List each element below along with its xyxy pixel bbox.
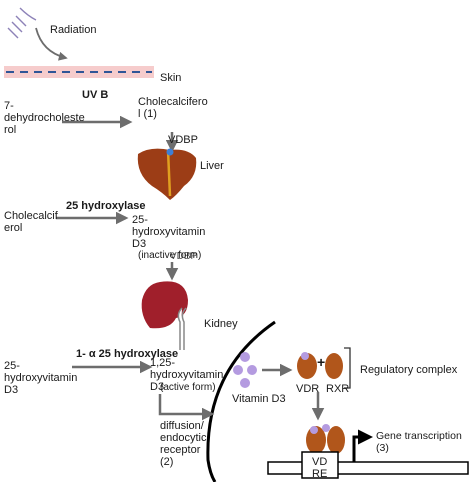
radiation-label: Radiation xyxy=(50,24,97,36)
hydroxylase25-label: 25 hydroxylase xyxy=(66,200,146,212)
plus-sign: + xyxy=(317,354,326,370)
skin-band xyxy=(4,66,154,78)
uvb-label: UV B xyxy=(82,89,109,101)
cholecalciferol-2-label: Cholecalcif erol xyxy=(4,210,58,234)
dihydroxyvitd3-label: 1,25- hydroxyvitamin D3 xyxy=(150,357,224,393)
vitamin-d3-label: Vitamin D3 xyxy=(232,393,286,405)
transcription-arrow xyxy=(352,429,373,462)
diffusion-label: diffusion/ endocytic receptor (2) xyxy=(160,420,207,468)
skin-label: Skin xyxy=(160,72,182,84)
gene-transcription-label: Gene transcription (3) xyxy=(376,430,462,454)
vdre-label: VD RE xyxy=(312,456,328,480)
dehydro-label: 7- dehydrocholeste rol xyxy=(4,100,85,136)
vdr-receptor xyxy=(297,352,317,379)
cholecalciferol-1-label: Cholecalcifero l (1) xyxy=(138,96,208,120)
vdbp-label-2: VDBP xyxy=(170,251,198,262)
rxr-receptor xyxy=(325,353,343,379)
vitamin-d3-molecules xyxy=(233,352,257,388)
hydroxyvitd3-label: 25- hydroxyvitamin D3 xyxy=(132,214,206,250)
diffusion-arrow xyxy=(158,394,215,421)
vdbp-label-1: VDBP xyxy=(168,134,198,146)
inactive-form-label: (inactive form) xyxy=(138,250,202,261)
radiation-icon xyxy=(7,7,37,39)
regulatory-bracket xyxy=(344,347,351,389)
regulatory-complex-label: Regulatory complex xyxy=(360,364,458,376)
alpha-hydroxylase-label: 1- α 25 hydroxylase xyxy=(76,348,179,360)
vdr-label: VDR xyxy=(296,383,320,395)
cell-membrane xyxy=(206,320,276,482)
kidney-icon xyxy=(141,281,188,350)
liver-label: Liver xyxy=(200,160,224,172)
rxr-label: RXR xyxy=(326,383,350,395)
active-form-label: (active form) xyxy=(160,382,216,393)
liver-icon xyxy=(137,148,197,200)
dna-strand xyxy=(267,451,469,479)
bound-complex xyxy=(306,424,345,454)
kidney-label: Kidney xyxy=(204,318,238,330)
hydroxyvitd3-left-label: 25- hydroxyvitamin D3 xyxy=(4,360,78,396)
radiation-arrow xyxy=(35,27,68,61)
